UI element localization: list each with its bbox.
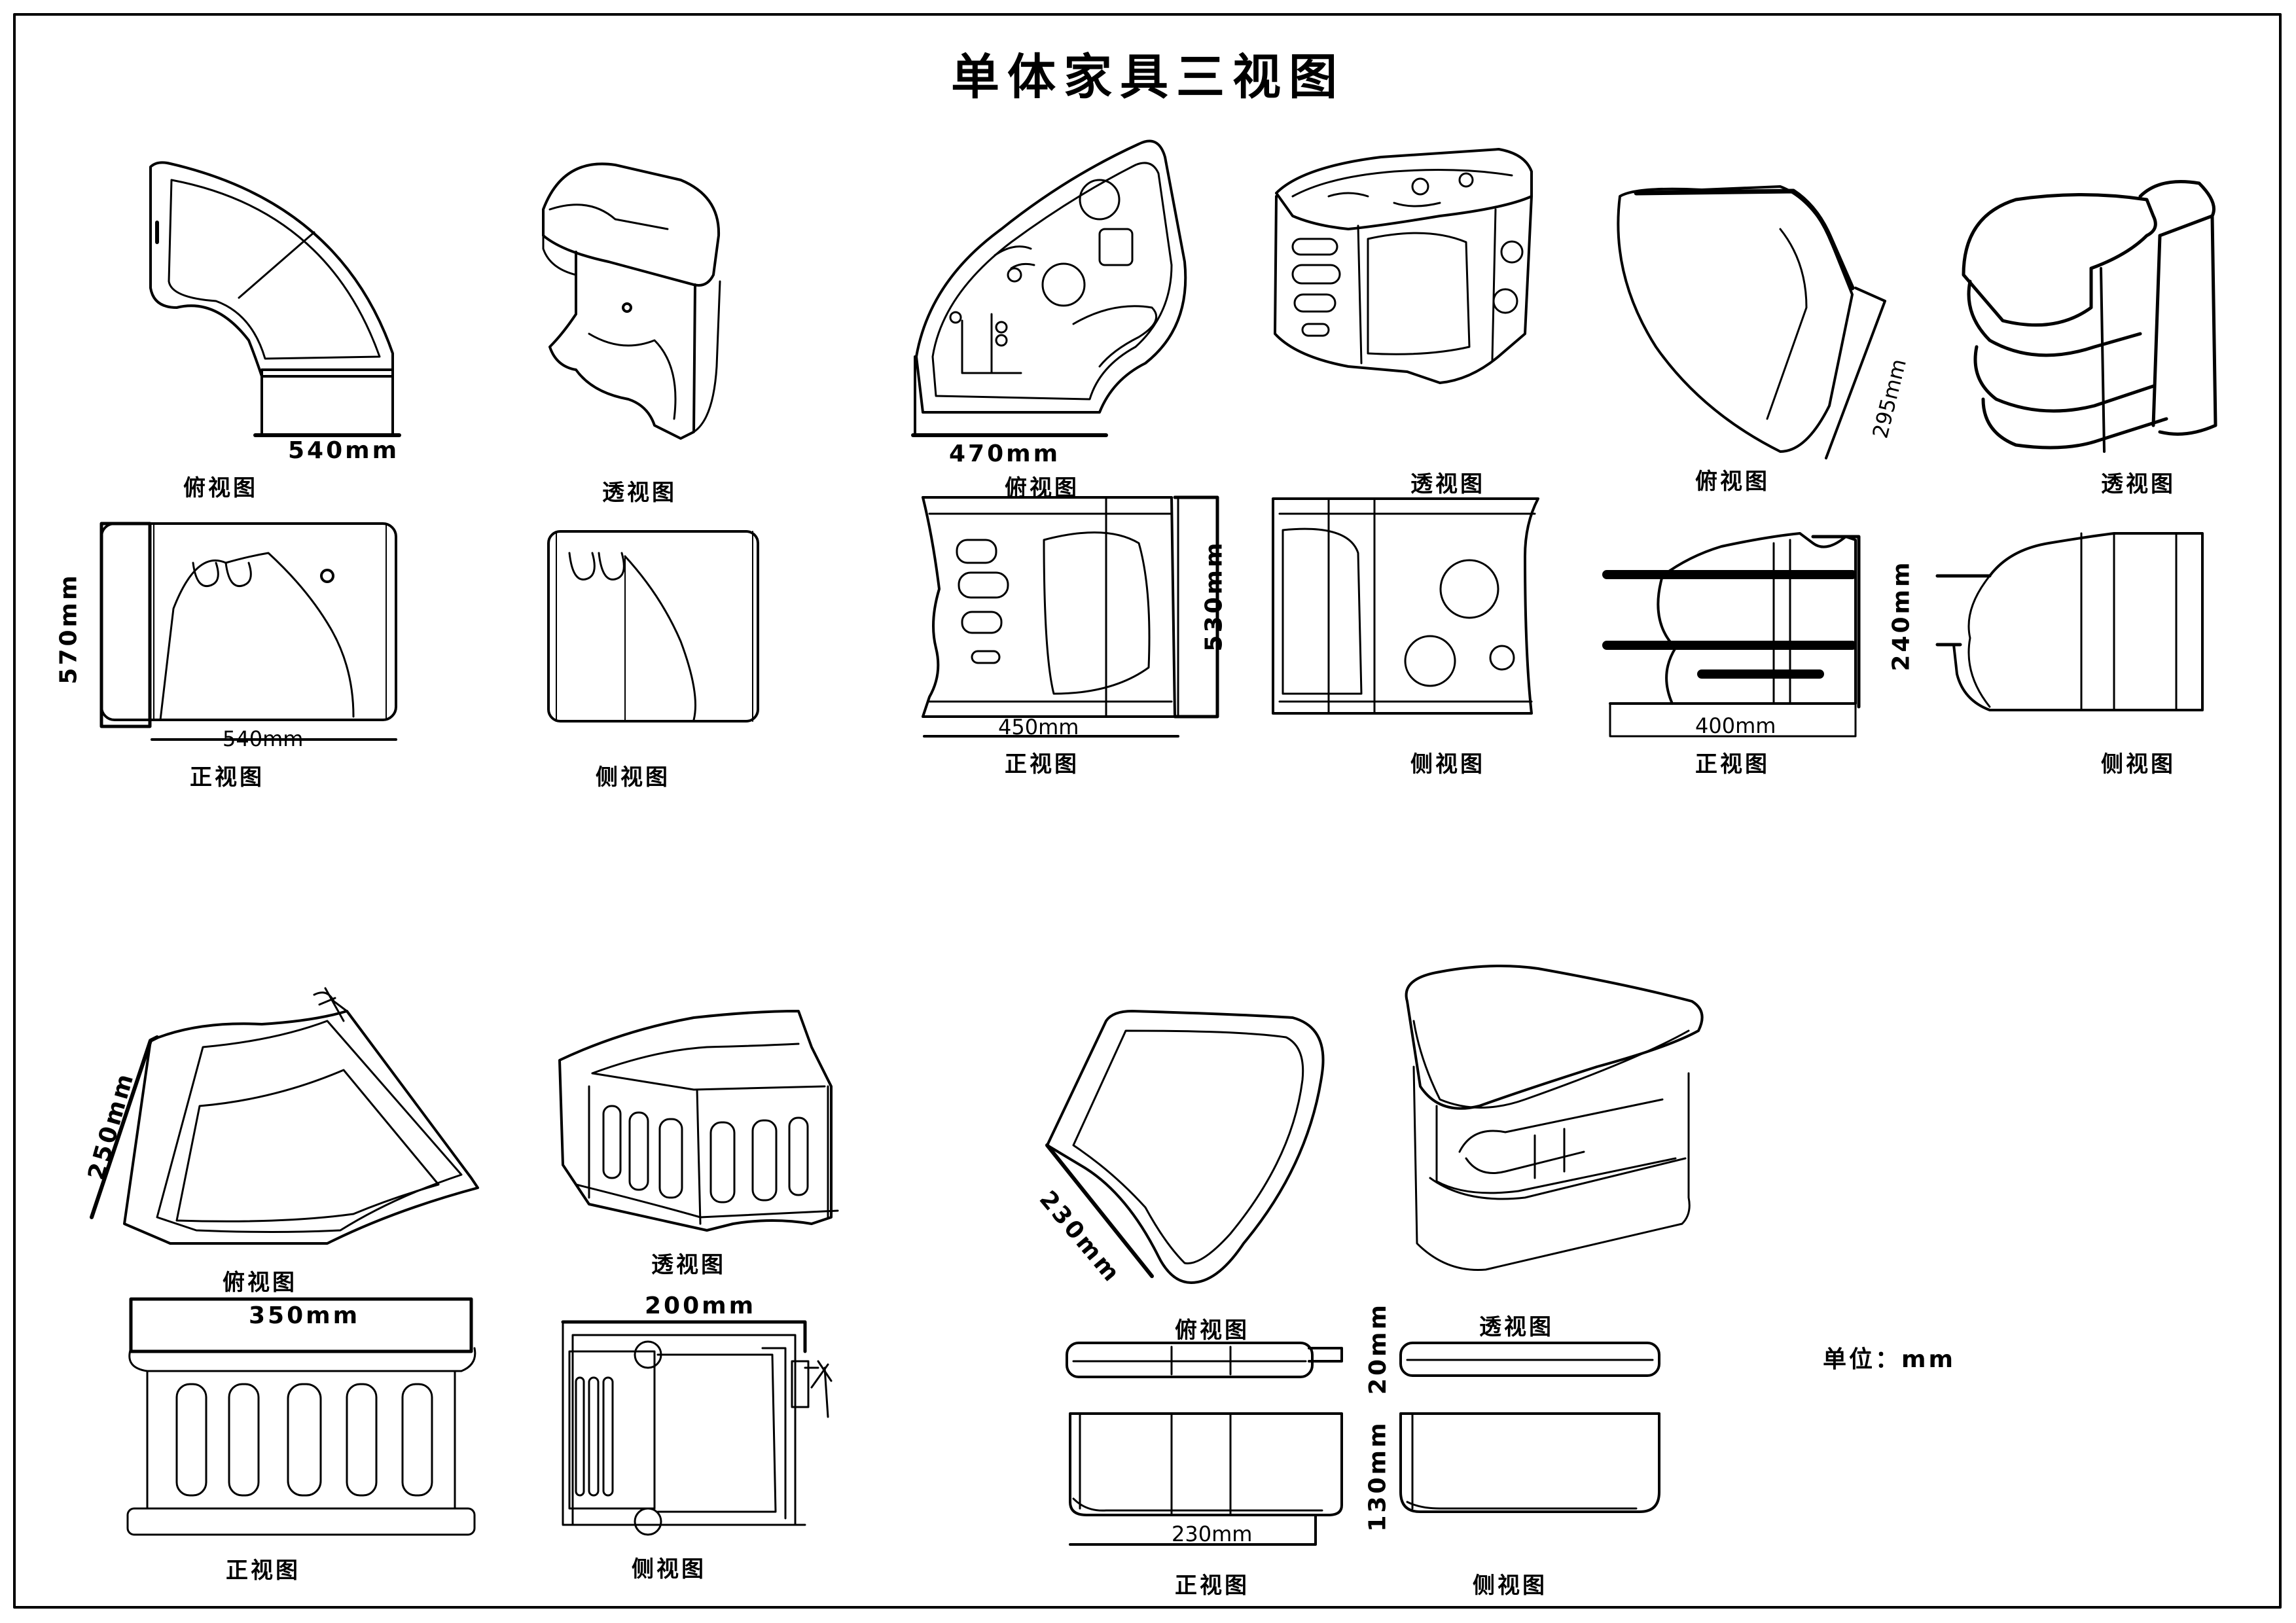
item1-top-label: 俯视图: [183, 475, 258, 501]
item3-front-view: [1607, 533, 1859, 736]
item3-top-label: 俯视图: [1695, 469, 1770, 495]
item3-side-view: [1937, 533, 2202, 710]
item2-perspective-view: [1275, 149, 1532, 383]
item1-front-height: 570mm: [55, 573, 82, 685]
item5-perspective-label: 透视图: [1479, 1314, 1554, 1340]
item5-top-thickness: 20mm: [1365, 1302, 1392, 1395]
item5-front-width: 230mm: [1172, 1522, 1253, 1546]
item2-front-width: 450mm: [998, 715, 1079, 740]
item3-perspective-view: [1964, 182, 2215, 452]
item5-side-view: [1401, 1414, 1659, 1512]
drawing-title: 单体家具三视图: [951, 49, 1345, 105]
item2-front-label: 正视图: [1005, 751, 1079, 777]
item4-side-view: [563, 1322, 831, 1535]
item5-top-label: 俯视图: [1175, 1317, 1249, 1344]
item1-front-label: 正视图: [190, 764, 264, 791]
item1-top-view: [151, 162, 399, 435]
item3-front-label: 正视图: [1695, 751, 1770, 777]
item4-front-width: 350mm: [249, 1302, 361, 1329]
item5-perspective-view: [1407, 966, 1702, 1270]
item4-front-view: [128, 1299, 475, 1535]
item3-front-height: 240mm: [1888, 560, 1915, 671]
item5-front-view: [1070, 1414, 1342, 1544]
item1-side-label: 侧视图: [596, 764, 670, 791]
item2-front-view: [923, 497, 1219, 736]
item2-top-view: [913, 141, 1185, 436]
item4-perspective-view: [560, 1011, 838, 1230]
item1-front-view: [101, 524, 396, 740]
item5-top-view: [1047, 1011, 1323, 1283]
item4-top-label: 俯视图: [223, 1270, 297, 1296]
item1-perspective-view: [543, 164, 720, 438]
item5-top-small-view: [1067, 1343, 1342, 1377]
item4-side-width: 200mm: [645, 1293, 757, 1319]
item3-top-view: [1618, 187, 1885, 458]
item5-side-label: 侧视图: [1473, 1573, 1547, 1599]
item5-side-top-view: [1401, 1343, 1659, 1376]
item2-side-label: 侧视图: [1410, 751, 1485, 777]
item2-perspective-label: 透视图: [1410, 471, 1485, 497]
item3-perspective-label: 透视图: [2101, 471, 2176, 497]
item5-front-height: 130mm: [1364, 1420, 1391, 1532]
item4-top-view: [92, 988, 478, 1243]
item2-top-width: 470mm: [949, 440, 1061, 467]
item2-front-height: 530mm: [1200, 540, 1228, 652]
item5-front-label: 正视图: [1175, 1573, 1249, 1599]
item1-front-width: 540mm: [223, 726, 304, 751]
item4-perspective-label: 透视图: [651, 1252, 726, 1278]
item2-side-view: [1273, 499, 1538, 713]
item2-top-label: 俯视图: [1005, 475, 1079, 501]
item1-perspective-label: 透视图: [602, 480, 677, 506]
item4-side-label: 侧视图: [632, 1556, 706, 1582]
item3-front-width: 400mm: [1695, 713, 1776, 738]
item1-top-width: 540mm: [288, 437, 400, 464]
item3-side-label: 侧视图: [2101, 751, 2176, 777]
unit-note: 单位：mm: [1823, 1346, 1956, 1373]
sheet-border: [14, 14, 2280, 1607]
item4-front-label: 正视图: [226, 1558, 300, 1584]
item1-side-view: [548, 531, 758, 721]
